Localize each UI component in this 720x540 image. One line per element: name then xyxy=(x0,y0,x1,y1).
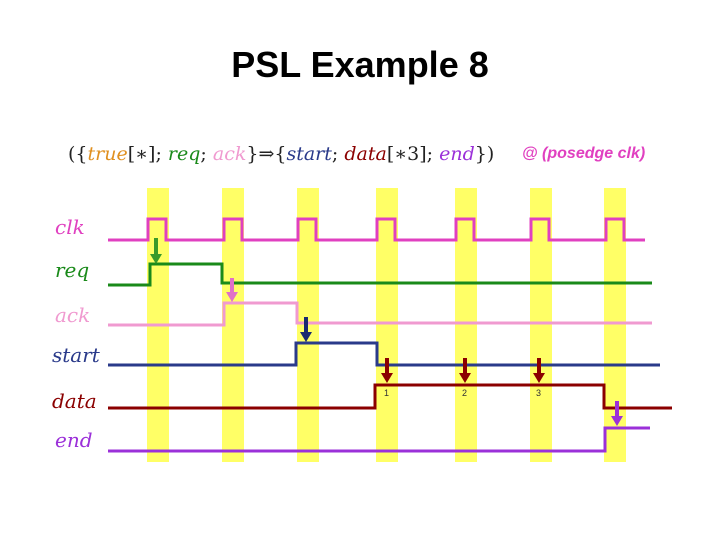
edge-highlight-5 xyxy=(455,188,477,462)
clock-edge-highlights xyxy=(147,188,626,462)
marker-data-1 xyxy=(381,358,393,383)
marker-ack xyxy=(226,278,238,302)
signal-label-start: start xyxy=(52,343,101,367)
waveform-end xyxy=(108,426,650,453)
clock-expression: @ (posedge clk) xyxy=(522,145,645,162)
property-formula: ({true[∗]; req; ack}⇒{start; data[∗3]; e… xyxy=(68,143,494,165)
marker-data-2 xyxy=(459,358,471,383)
edge-highlight-6 xyxy=(530,188,552,462)
signal-label-end: end xyxy=(55,428,93,452)
slide-title: PSL Example 8 xyxy=(231,44,489,85)
marker-req xyxy=(150,238,162,264)
marker-data-3 xyxy=(533,358,545,383)
data-count-2: 2 xyxy=(462,388,467,398)
marker-end xyxy=(611,401,623,426)
waveform-req xyxy=(108,262,652,287)
waveform-start xyxy=(108,341,660,367)
marker-start xyxy=(300,317,312,342)
edge-highlight-4 xyxy=(376,188,398,462)
waveform-ack xyxy=(108,301,652,327)
signal-label-ack: ack xyxy=(55,303,90,327)
data-count-3: 3 xyxy=(536,388,541,398)
edge-highlight-2 xyxy=(222,188,244,462)
edge-highlight-7 xyxy=(604,188,626,462)
waveform-clk xyxy=(108,217,645,242)
signal-label-req: req xyxy=(55,258,89,282)
data-count-1: 1 xyxy=(384,388,389,398)
signal-label-clk: clk xyxy=(55,215,85,239)
signal-label-data: data xyxy=(52,389,97,413)
